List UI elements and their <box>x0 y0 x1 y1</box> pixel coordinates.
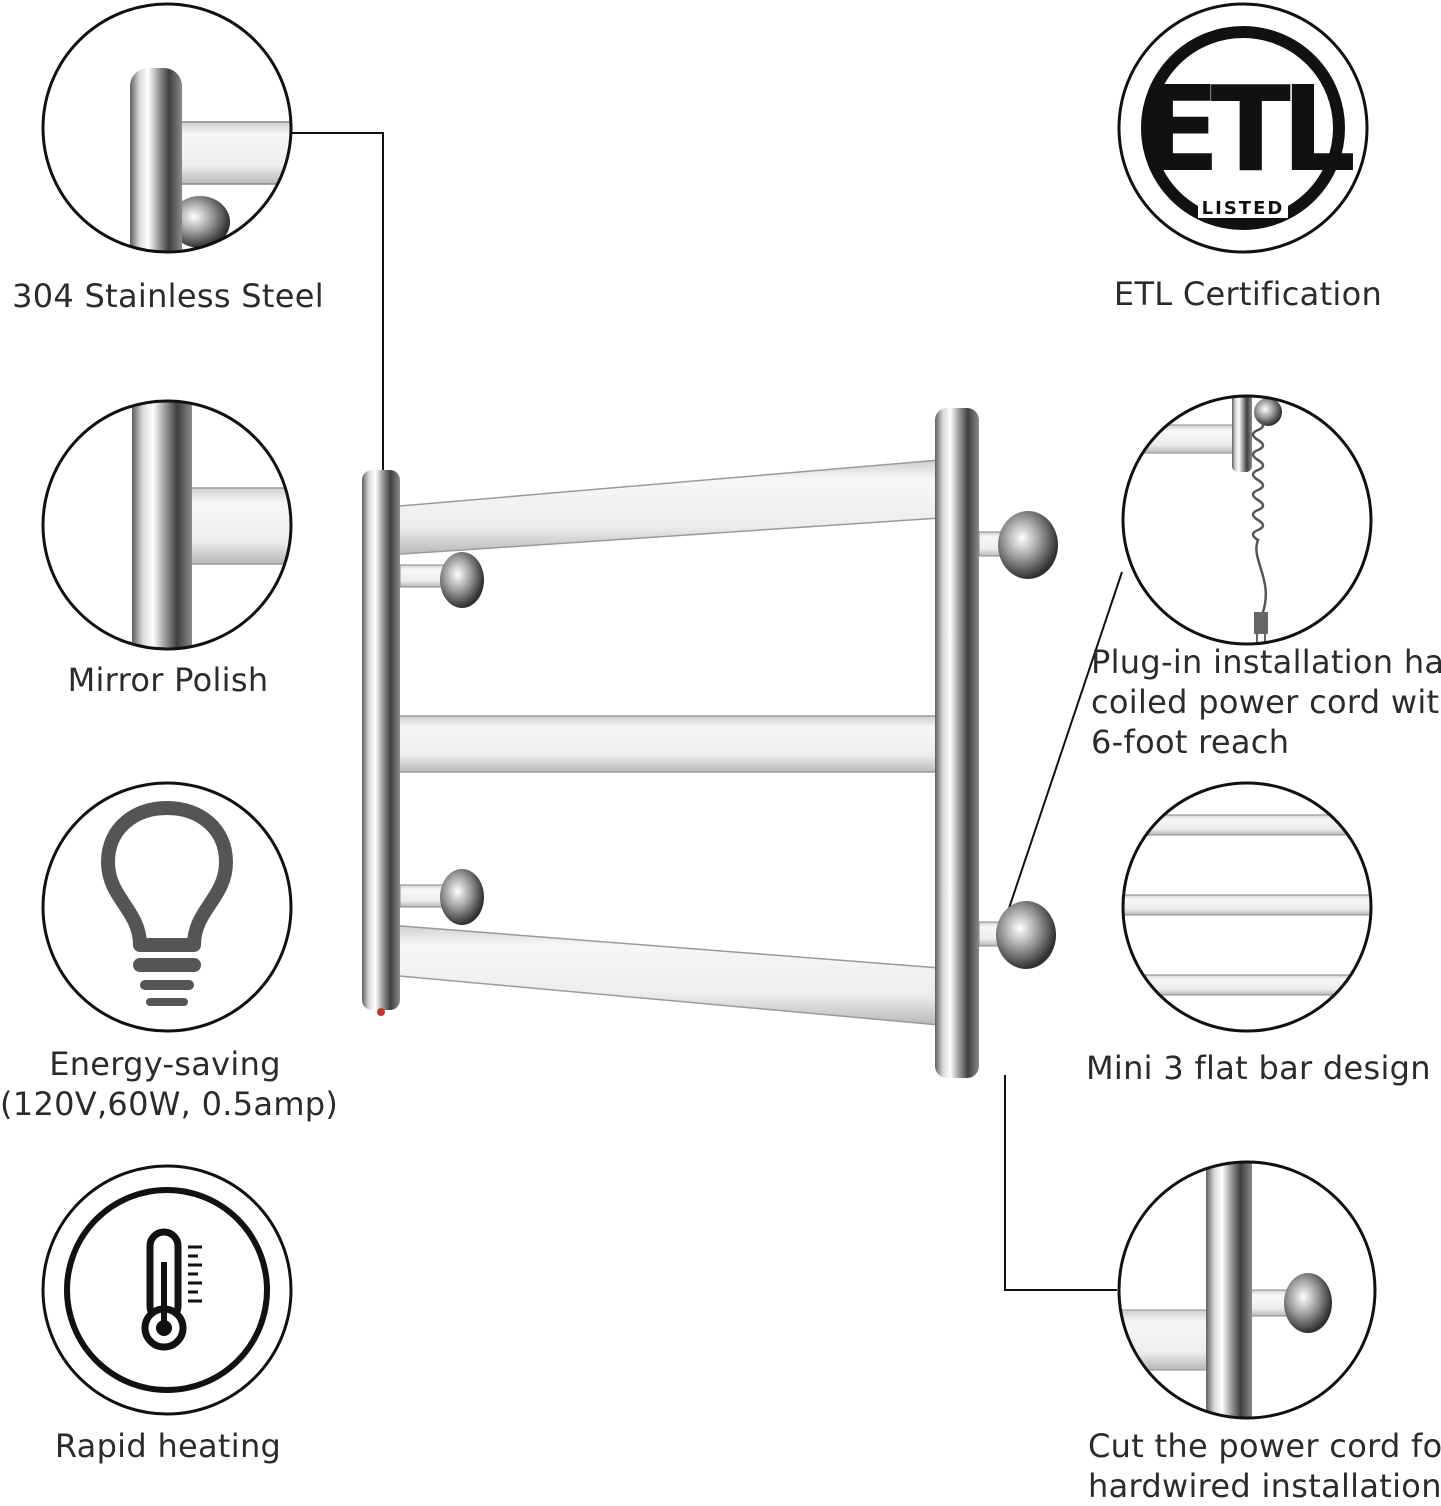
plug-in-label: Plug-in installation has coiled power co… <box>1091 642 1441 762</box>
flat-bar-middle <box>387 715 941 773</box>
plug-in-badge <box>1121 394 1373 646</box>
stainless-steel-label: 304 Stainless Steel <box>12 277 324 315</box>
power-indicator-icon <box>377 1008 385 1016</box>
towel-rack <box>362 408 1058 1078</box>
mini-flat-bar-label: Mini 3 flat bar design <box>1086 1049 1431 1087</box>
plug-in-line-2: coiled power cord with <box>1091 683 1441 721</box>
etl-certification-label: ETL Certification <box>1113 275 1383 313</box>
hardwired-line-2: hardwired installation <box>1088 1467 1441 1505</box>
registered-mark: ® <box>1293 103 1309 122</box>
energy-saving-badge <box>41 781 293 1033</box>
rapid-heating-label: Rapid heating <box>54 1427 282 1465</box>
wall-mount-knob <box>440 552 484 608</box>
etl-logo-text: ETL <box>1140 60 1353 198</box>
rapid-heating-badge <box>41 1164 293 1416</box>
flat-bar-badge <box>1121 781 1373 1033</box>
hardwired-line-1: Cut the power cord for <box>1088 1427 1441 1465</box>
etl-listed-text: LISTED <box>1202 198 1285 219</box>
hardwired-label: Cut the power cord for hardwired install… <box>1088 1426 1441 1506</box>
flat-bar-bottom <box>387 924 941 1026</box>
mirror-polish-badge <box>41 399 293 651</box>
plug-in-line-1: Plug-in installation has <box>1091 643 1441 681</box>
callout-lines <box>292 132 1123 1291</box>
right-post <box>935 408 979 1078</box>
stainless-steel-badge <box>41 2 293 254</box>
wall-mount-knob <box>998 511 1058 579</box>
etl-badge: ETL LISTED ® <box>1117 2 1369 254</box>
plug-in-line-3: 6-foot reach <box>1091 723 1290 761</box>
energy-specs-line: (120V,60W, 0.5amp) <box>0 1085 339 1123</box>
flat-bar-top <box>387 459 941 556</box>
light-bulb-icon <box>101 801 233 1006</box>
energy-saving-line: Energy-saving <box>49 1045 281 1083</box>
wall-mount-knob <box>440 869 484 925</box>
left-post <box>362 470 400 1010</box>
thermometer-icon <box>141 1228 202 1351</box>
etl-listed-logo: ETL LISTED ® <box>1140 26 1363 230</box>
hardwired-badge <box>1117 1160 1377 1420</box>
mirror-polish-label: Mirror Polish <box>67 661 269 699</box>
energy-saving-label: Energy-saving (120V,60W, 0.5amp) <box>0 1044 339 1124</box>
coiled-cord-icon <box>1251 418 1268 616</box>
wall-mount-knob <box>996 901 1056 969</box>
